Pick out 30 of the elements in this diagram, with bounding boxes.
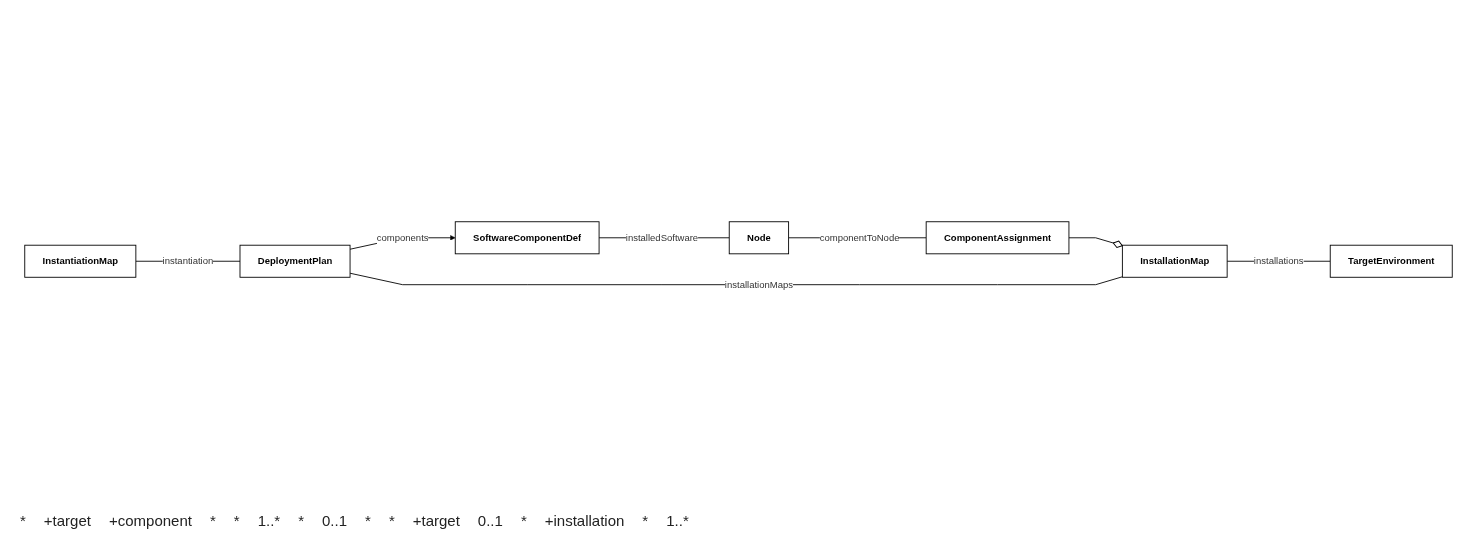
end-label: +target [412,512,460,529]
end-label: +target [43,512,91,529]
end-label: +component [108,512,192,529]
end-label: * [642,512,649,529]
end-label: * [388,512,395,529]
end-label: * [520,512,527,529]
connector [349,273,1123,286]
node-box: SoftwareComponentDef [454,221,600,255]
node-box: InstantiationMap [24,244,137,278]
node-box: DeploymentPlan [239,244,351,278]
node-box: TargetEnvironment [1329,244,1453,278]
edge-label: installations [1253,256,1304,267]
edge-label: components [376,232,429,243]
end-label: 1..* [257,512,281,529]
end-label: * [365,512,371,529]
end-label: * [209,512,216,529]
edge-label: installationMaps [724,279,793,290]
node-box: InstallationMap [1121,244,1228,278]
end-label: * [233,512,240,529]
end-label: * [298,512,304,529]
end-label: 0..1 [477,512,503,529]
end-label: +installation [544,512,625,529]
edge-label: installedSoftware [625,232,699,243]
edge-label: componentToNode [819,232,900,243]
end-label: 0..1 [322,512,348,529]
edge-label: instantiation [162,256,214,267]
end-label: * [20,512,26,529]
end-label: 1..* [666,512,689,529]
node-box: ComponentAssignment [925,221,1070,255]
node-box: Node [728,221,790,255]
